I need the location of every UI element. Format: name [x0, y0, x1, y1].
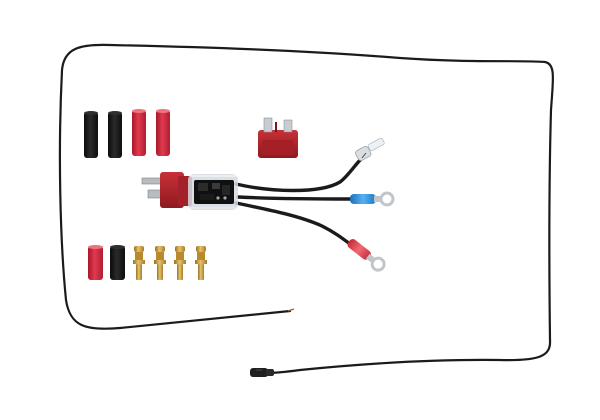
loose-deans-connector: [258, 117, 298, 158]
heatshrink-pair-bottom: [88, 245, 125, 280]
module-lead-blue-ring-terminal: [236, 191, 395, 207]
wire-end-crimp: [250, 368, 274, 377]
black-heatshrink-tubes-top: [84, 111, 122, 158]
brass-bullet-connectors: [133, 246, 207, 280]
long-black-wire-loop: [58, 43, 554, 377]
mosfet-module-with-deans-plug: [141, 172, 238, 210]
module-lead-clear-terminal: [234, 137, 385, 193]
red-heatshrink-tubes-top: [132, 109, 170, 156]
module-lead-red-ring-terminal: [234, 201, 386, 272]
